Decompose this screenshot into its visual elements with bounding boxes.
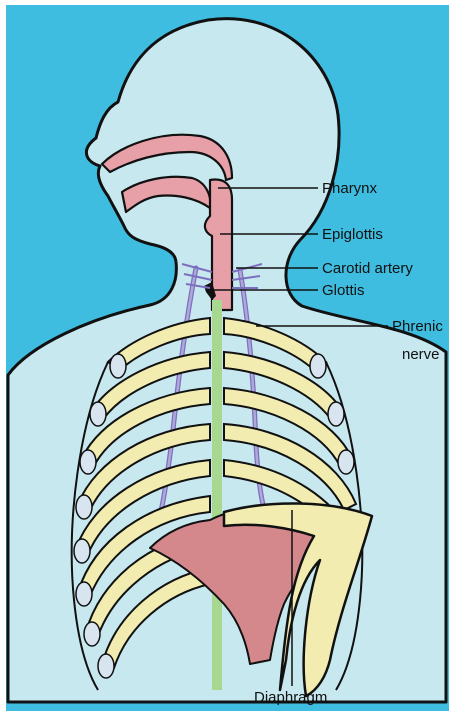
label-epiglottis: Epiglottis <box>322 226 383 243</box>
label-glottis: Glottis <box>322 282 365 299</box>
label-diaphragm: Diaphragm <box>254 689 327 706</box>
label-phrenic-nerve-line2: nerve <box>402 346 440 363</box>
label-carotid-artery: Carotid artery <box>322 260 413 277</box>
spinal-cord <box>212 300 222 690</box>
label-pharynx: Pharynx <box>322 180 378 197</box>
label-phrenic-nerve-line1: Phrenic <box>392 318 443 335</box>
